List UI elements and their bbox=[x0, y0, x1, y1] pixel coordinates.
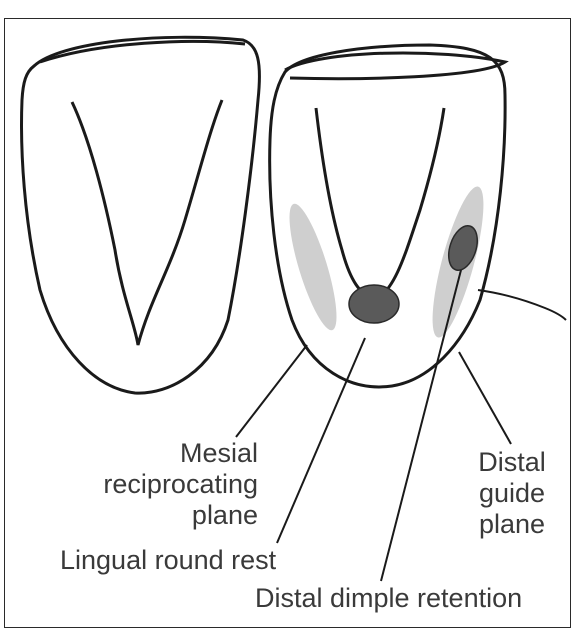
right-tooth-incisal-rim bbox=[284, 51, 509, 81]
lingual-round-rest-shape bbox=[348, 284, 400, 324]
dimple-retention-leader bbox=[380, 269, 462, 582]
figure-frame bbox=[4, 18, 571, 628]
right-tooth-outline bbox=[268, 43, 507, 389]
left-tooth bbox=[20, 35, 261, 395]
lingual-round-rest-label: Lingual round rest bbox=[60, 545, 277, 575]
distal-label-line-2: guide bbox=[478, 478, 546, 508]
right-tooth-cingulum-line bbox=[314, 107, 446, 302]
gingival-line bbox=[477, 289, 567, 321]
right-tooth bbox=[268, 43, 567, 389]
mesial-label-line-3: plane bbox=[191, 500, 258, 530]
mesial-label-line-1: Mesial bbox=[179, 438, 258, 468]
distal-label-line-1: Distal bbox=[478, 447, 546, 477]
left-tooth-cingulum-line bbox=[70, 99, 224, 346]
left-tooth-incisal-rim bbox=[39, 39, 246, 64]
distal-guide-leader bbox=[458, 351, 512, 445]
mesial-label-line-2: reciprocating bbox=[103, 469, 258, 499]
mesial-reciprocating-plane-label: Mesial reciprocating plane bbox=[78, 438, 258, 531]
mesial-reciprocating-plane-shape bbox=[289, 203, 337, 331]
distal-label-line-3: plane bbox=[478, 509, 546, 539]
distal-guide-plane-label: Distal guide plane bbox=[464, 447, 560, 540]
mesial-plane-leader bbox=[235, 344, 308, 438]
lingual-rest-leader bbox=[276, 337, 366, 544]
left-tooth-outline bbox=[20, 35, 261, 395]
distal-dimple-retention-shape bbox=[447, 225, 479, 271]
distal-dimple-retention-label: Distal dimple retention bbox=[255, 583, 523, 613]
